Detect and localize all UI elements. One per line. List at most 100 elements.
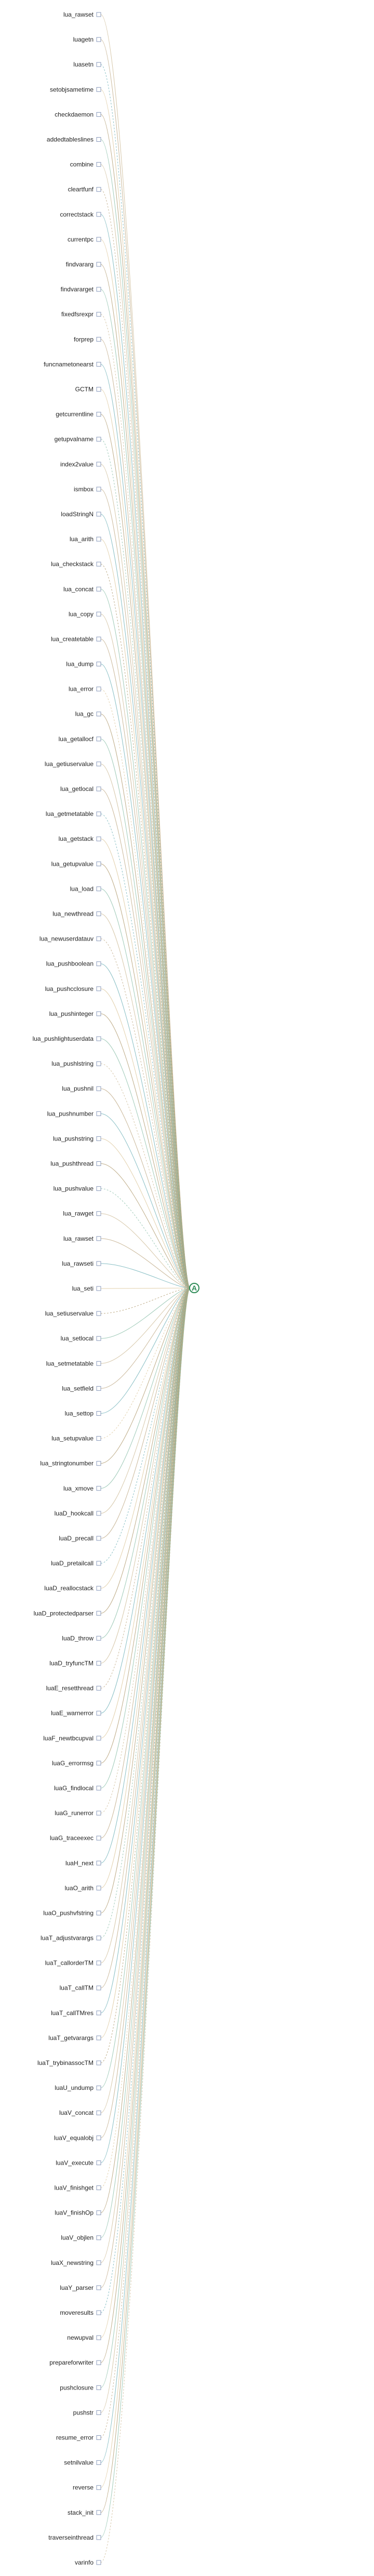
node-luaV_finishget[interactable]: luaV_finishget: [55, 2184, 101, 2192]
node-lua_pushstring[interactable]: lua_pushstring: [53, 1135, 101, 1142]
node-lua_checkstack[interactable]: lua_checkstack: [51, 560, 101, 568]
node-addedtableslines[interactable]: addedtableslines: [47, 136, 101, 143]
node-luaG_findlocal[interactable]: luaG_findlocal: [54, 1785, 101, 1792]
node-lua_setmetatable[interactable]: lua_setmetatable: [46, 1360, 101, 1367]
node-lua_pushinteger[interactable]: lua_pushinteger: [49, 1010, 101, 1017]
node-correctstack[interactable]: correctstack: [60, 211, 101, 218]
node-luaX_newstring[interactable]: luaX_newstring: [51, 2259, 101, 2266]
node-luaY_parser[interactable]: luaY_parser: [60, 2284, 101, 2291]
node-luaT_callorderTM[interactable]: luaT_callorderTM: [45, 1960, 101, 1967]
node-luaF_newtbcupval[interactable]: luaF_newtbcupval: [43, 1735, 101, 1742]
node-lua_newthread[interactable]: lua_newthread: [52, 910, 101, 918]
node-luaE_warnerror[interactable]: luaE_warnerror: [51, 1710, 101, 1717]
node-lua_pushlstring[interactable]: lua_pushlstring: [51, 1060, 101, 1067]
node-luaE_resetthread[interactable]: luaE_resetthread: [46, 1685, 101, 1692]
node-lua_getlocal[interactable]: lua_getlocal: [60, 785, 101, 793]
node-lua_pushnil[interactable]: lua_pushnil: [62, 1085, 101, 1092]
node-luaT_adjustvarargs[interactable]: luaT_adjustvarargs: [41, 1935, 101, 1942]
node-resume_error[interactable]: resume_error: [56, 2434, 101, 2441]
node-luaT_callTM[interactable]: luaT_callTM: [60, 1984, 101, 1992]
node-lua_getstack[interactable]: lua_getstack: [59, 835, 101, 842]
node-lua_xmove[interactable]: lua_xmove: [63, 1485, 101, 1492]
node-lua_error[interactable]: lua_error: [69, 686, 101, 693]
node-currentpc[interactable]: currentpc: [68, 236, 101, 243]
node-lua_copy[interactable]: lua_copy: [69, 610, 101, 618]
node-GCTM[interactable]: GCTM: [75, 385, 101, 393]
node-lua_gc[interactable]: lua_gc: [75, 710, 101, 718]
node-lua_setiuservalue[interactable]: lua_setiuservalue: [45, 1310, 101, 1317]
node-luaH_next[interactable]: luaH_next: [65, 1859, 101, 1867]
node-luaV_objlen[interactable]: luaV_objlen: [61, 2234, 101, 2242]
node-lua_pushnumber[interactable]: lua_pushnumber: [47, 1110, 101, 1117]
node-pushclosure[interactable]: pushclosure: [60, 2384, 101, 2391]
node-luaD_tryfuncTM[interactable]: luaD_tryfuncTM: [49, 1659, 101, 1667]
node-luaV_execute[interactable]: luaV_execute: [56, 2159, 101, 2166]
node-lua_settop[interactable]: lua_settop: [65, 1410, 101, 1417]
node-lua_setupvalue[interactable]: lua_setupvalue: [51, 1435, 101, 1442]
node-lua_getmetatable[interactable]: lua_getmetatable: [46, 810, 101, 817]
node-lua_arith[interactable]: lua_arith: [70, 535, 101, 543]
node-luaT_getvarargs[interactable]: luaT_getvarargs: [48, 2034, 101, 2042]
node-lua_setlocal[interactable]: lua_setlocal: [61, 1335, 101, 1342]
node-luaG_runerror[interactable]: luaG_runerror: [55, 1809, 101, 1817]
node-lua_stringtonumber[interactable]: lua_stringtonumber: [40, 1460, 101, 1467]
node-lua_rawseti[interactable]: lua_rawseti: [62, 1260, 101, 1267]
node-luaO_arith[interactable]: luaO_arith: [65, 1884, 101, 1891]
node-ismbox[interactable]: ismbox: [74, 486, 101, 493]
node-lua_newuserdatauv[interactable]: lua_newuserdatauv: [39, 935, 101, 943]
node-luaT_trybinassocTM[interactable]: luaT_trybinassocTM: [37, 2059, 101, 2067]
node-lua_rawset[interactable]: lua_rawset: [63, 1235, 101, 1242]
node-setobjsametime[interactable]: setobjsametime: [50, 86, 101, 93]
node-luaD_protectedparser[interactable]: luaD_protectedparser: [34, 1609, 101, 1617]
node-varinfo[interactable]: varinfo: [75, 2559, 101, 2566]
node-lua_rawset[interactable]: lua_rawset: [63, 11, 101, 18]
node-luaV_concat[interactable]: luaV_concat: [59, 2109, 101, 2116]
node-combine[interactable]: combine: [70, 161, 101, 168]
node-lua_getiuservalue[interactable]: lua_getiuservalue: [45, 760, 101, 768]
node-lua_getupvalue[interactable]: lua_getupvalue: [51, 860, 101, 867]
node-findvararg[interactable]: findvararg: [66, 261, 101, 268]
node-luaG_errormsg[interactable]: luaG_errormsg: [52, 1760, 101, 1767]
node-getupvalname[interactable]: getupvalname: [55, 436, 101, 443]
node-checkdaemon[interactable]: checkdaemon: [55, 111, 101, 118]
node-moveresults[interactable]: moveresults: [60, 2309, 101, 2316]
node-lua_rawget[interactable]: lua_rawget: [63, 1210, 101, 1217]
node-luaT_callTMres[interactable]: luaT_callTMres: [51, 2009, 101, 2017]
node-setnilvalue[interactable]: setnilvalue: [64, 2459, 101, 2466]
node-lua_dump[interactable]: lua_dump: [66, 661, 101, 668]
node-lua_pushboolean[interactable]: lua_pushboolean: [46, 960, 101, 968]
center-node[interactable]: A: [189, 1283, 199, 1293]
node-loadStringN[interactable]: loadStringN: [61, 511, 101, 518]
node-lua_getallocf[interactable]: lua_getallocf: [59, 735, 101, 743]
node-luaG_traceexec[interactable]: luaG_traceexec: [50, 1834, 101, 1842]
node-luaU_undump[interactable]: luaU_undump: [55, 2084, 101, 2091]
node-lua_pushthread[interactable]: lua_pushthread: [50, 1160, 101, 1168]
node-luaO_pushvfstring[interactable]: luaO_pushvfstring: [43, 1909, 101, 1916]
node-lua_seti[interactable]: lua_seti: [72, 1285, 101, 1292]
node-cleartfunf[interactable]: cleartfunf: [68, 186, 101, 193]
node-prepareforwriter[interactable]: prepareforwriter: [49, 2359, 101, 2366]
node-luaD_hookcall[interactable]: luaD_hookcall: [55, 1510, 101, 1517]
node-pushstr[interactable]: pushstr: [73, 2409, 101, 2416]
node-luaV_equalobj[interactable]: luaV_equalobj: [54, 2134, 101, 2141]
node-lua_pushcclosure[interactable]: lua_pushcclosure: [45, 985, 101, 992]
node-reverse[interactable]: reverse: [73, 2484, 101, 2491]
node-luaD_pretailcall[interactable]: luaD_pretailcall: [51, 1560, 101, 1567]
node-luasetn[interactable]: luasetn: [73, 61, 101, 68]
node-lua_pushlightuserdata[interactable]: lua_pushlightuserdata: [33, 1035, 101, 1042]
node-newupval[interactable]: newupval: [67, 2334, 101, 2341]
node-luaD_throw[interactable]: luaD_throw: [62, 1634, 101, 1642]
node-lua_createtable[interactable]: lua_createtable: [51, 635, 101, 642]
node-lua_concat[interactable]: lua_concat: [63, 585, 101, 593]
node-lua_load[interactable]: lua_load: [70, 885, 101, 892]
node-traverseinthread[interactable]: traverseinthread: [48, 2534, 101, 2541]
node-lua_pushvalue[interactable]: lua_pushvalue: [54, 1185, 101, 1192]
node-stack_init[interactable]: stack_init: [68, 2509, 101, 2516]
node-luaD_reallocstack[interactable]: luaD_reallocstack: [44, 1585, 101, 1592]
node-index2value[interactable]: index2value: [60, 461, 101, 468]
node-fixedfsrexpr[interactable]: fixedfsrexpr: [61, 311, 101, 318]
node-luaV_finishOp[interactable]: luaV_finishOp: [55, 2209, 101, 2217]
node-funcnametonearst[interactable]: funcnametonearst: [44, 360, 101, 368]
node-luagetn[interactable]: luagetn: [73, 36, 101, 43]
node-findvararget[interactable]: findvararget: [61, 286, 101, 293]
